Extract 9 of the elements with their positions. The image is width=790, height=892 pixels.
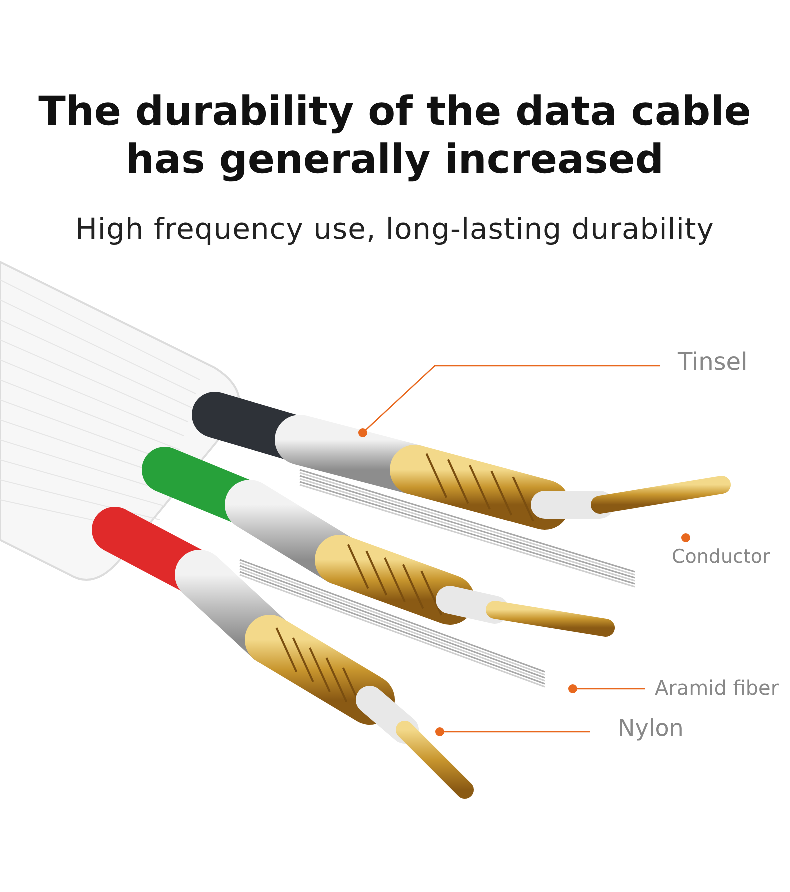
leader-line	[436, 728, 590, 736]
leader-line	[358, 365, 660, 438]
callout-label: Aramid fiber	[655, 676, 780, 700]
callout-label: Tinsel	[678, 348, 748, 376]
callout-label: Conductor	[672, 546, 770, 568]
subtitle: High frequency use, long-lasting durability	[74, 212, 716, 246]
leader-line	[568, 684, 645, 694]
title: The durability of the data cable has generally increased	[38, 88, 752, 184]
callout-label: Nylon	[618, 716, 684, 742]
